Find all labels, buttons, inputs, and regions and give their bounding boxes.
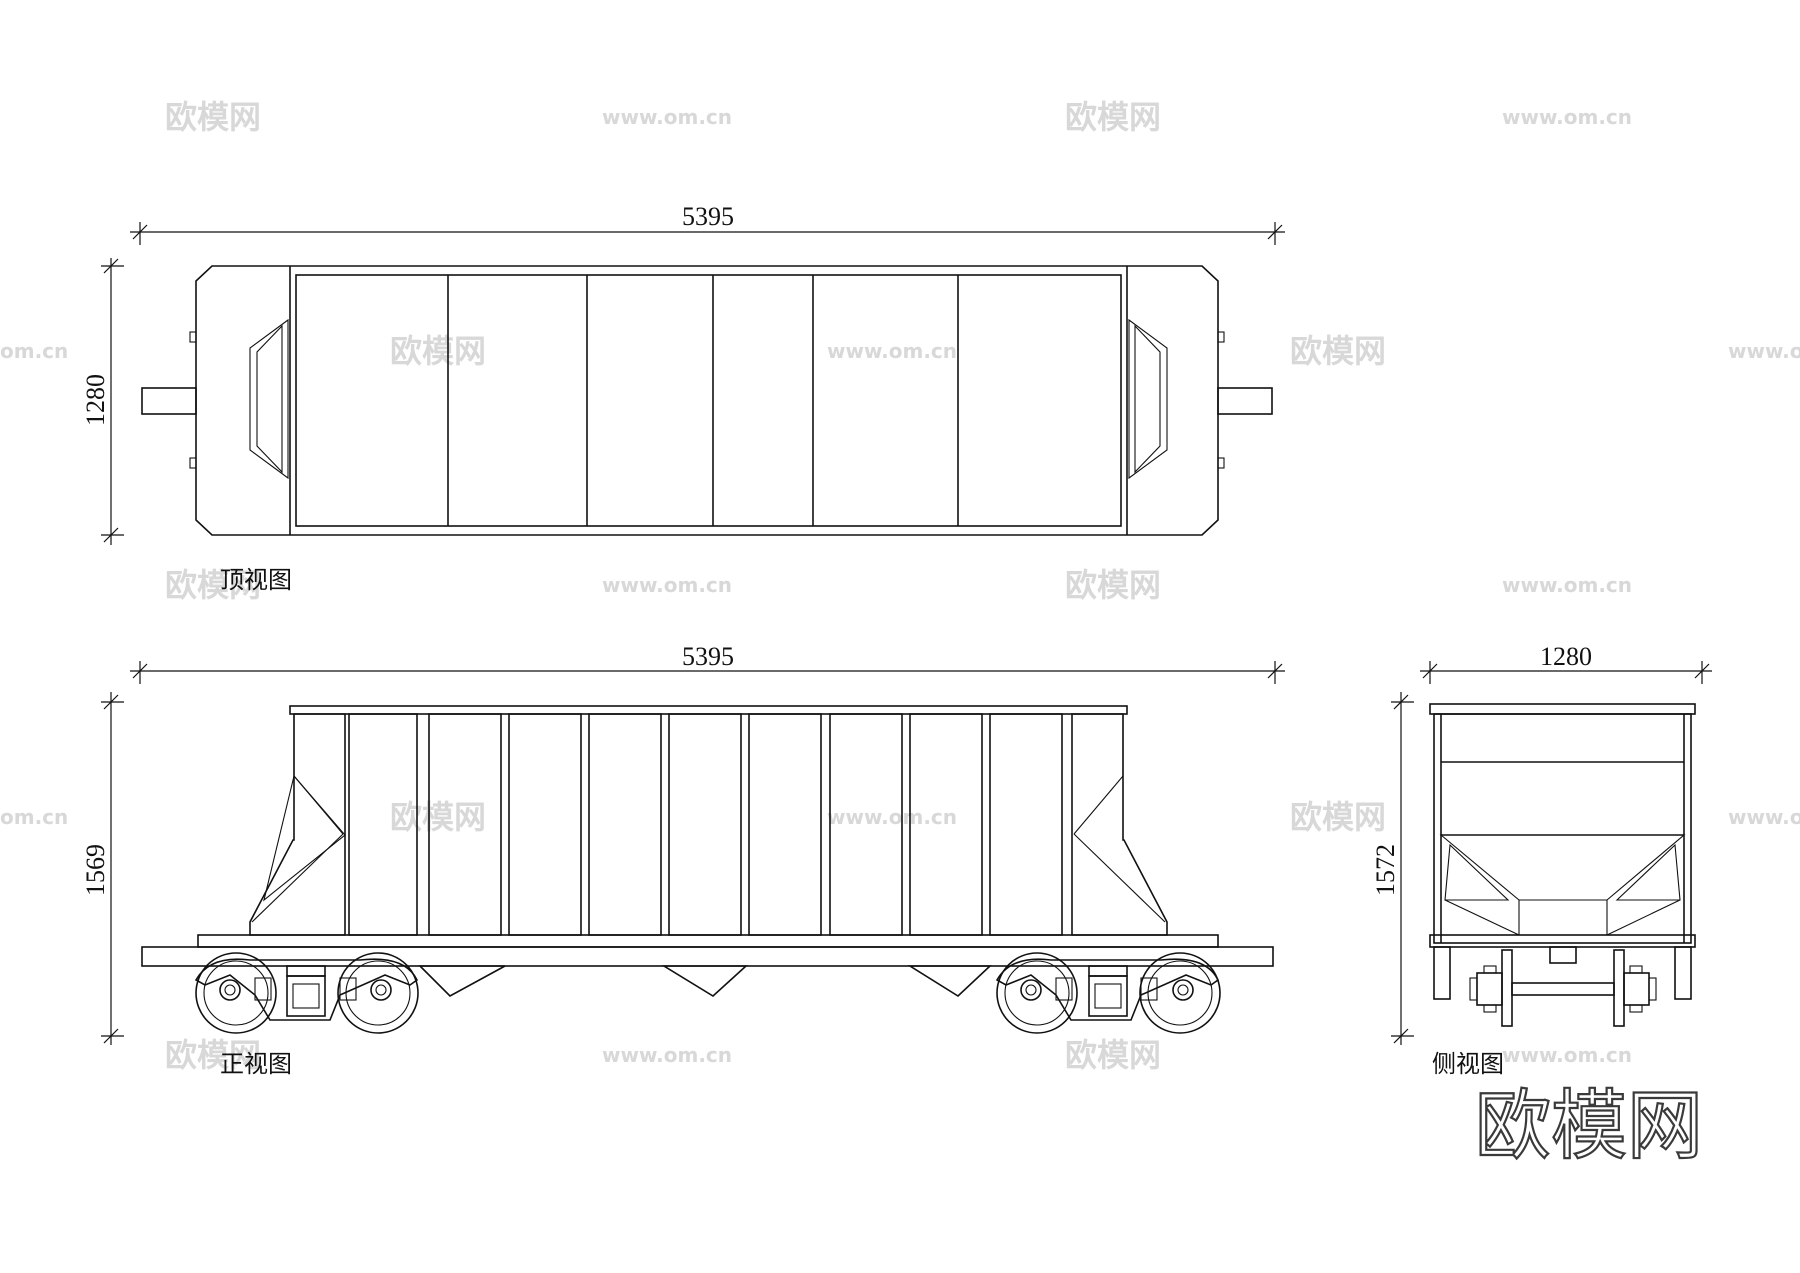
watermark-url: www.om.cn — [602, 573, 732, 597]
watermark-url: www.om.cn — [602, 1043, 732, 1067]
top-length-dimension: 5395 — [130, 202, 1285, 245]
watermark-brand: 欧模网 — [1290, 332, 1386, 370]
watermark-url: www.om.cn — [1728, 339, 1800, 363]
watermark-layer: 欧模网 www.om.cn 欧模网 www.om.cn om.cn 欧模网 ww… — [0, 98, 1800, 1074]
watermark-url: om.cn — [0, 339, 68, 363]
watermark-brand: 欧模网 — [1065, 1036, 1161, 1074]
front-height-label: 1569 — [81, 844, 110, 896]
watermark-url: www.om.cn — [1728, 805, 1800, 829]
side-car-body — [1429, 703, 1696, 1027]
top-view: 5395 1280 — [81, 202, 1285, 594]
top-car-body — [141, 265, 1273, 536]
front-length-label: 5395 — [682, 642, 734, 671]
front-view: 5395 1569 — [81, 642, 1285, 1078]
watermark-brand: 欧模网 — [1065, 566, 1161, 604]
watermark-url: om.cn — [0, 805, 68, 829]
watermark-url: www.om.cn — [827, 339, 957, 363]
side-height-label: 1572 — [1371, 844, 1400, 896]
watermark-brand: 欧模网 — [390, 798, 486, 836]
watermark-brand: 欧模网 — [165, 1036, 261, 1074]
front-height-dimension: 1569 — [81, 692, 124, 1045]
watermark-url: www.om.cn — [1502, 105, 1632, 129]
side-width-dimension: 1280 — [1420, 642, 1712, 684]
watermark-url: www.om.cn — [1502, 573, 1632, 597]
front-view-caption: 正视图 — [220, 1050, 292, 1078]
side-width-label: 1280 — [1540, 642, 1592, 671]
brand-logo: 欧模网 — [1475, 1081, 1703, 1170]
watermark-brand: 欧模网 — [165, 566, 261, 604]
front-length-dimension: 5395 — [130, 642, 1285, 684]
watermark-brand: 欧模网 — [165, 98, 261, 136]
watermark-url: www.om.cn — [1502, 1043, 1632, 1067]
top-length-label: 5395 — [682, 202, 734, 231]
watermark-brand: 欧模网 — [1065, 98, 1161, 136]
front-bogie-left — [194, 952, 419, 1034]
top-width-label: 1280 — [81, 374, 110, 426]
side-view-caption: 侧视图 — [1432, 1050, 1504, 1078]
front-bogie-right — [995, 952, 1221, 1034]
top-width-dimension: 1280 — [81, 258, 124, 545]
side-height-dimension: 1572 — [1371, 692, 1414, 1045]
watermark-url: www.om.cn — [827, 805, 957, 829]
top-view-caption: 顶视图 — [220, 566, 292, 594]
side-view: 1280 1572 — [1371, 642, 1712, 1078]
front-car-body — [141, 705, 1274, 998]
watermark-url: www.om.cn — [602, 105, 732, 129]
watermark-brand: 欧模网 — [1290, 798, 1386, 836]
watermark-brand: 欧模网 — [390, 332, 486, 370]
